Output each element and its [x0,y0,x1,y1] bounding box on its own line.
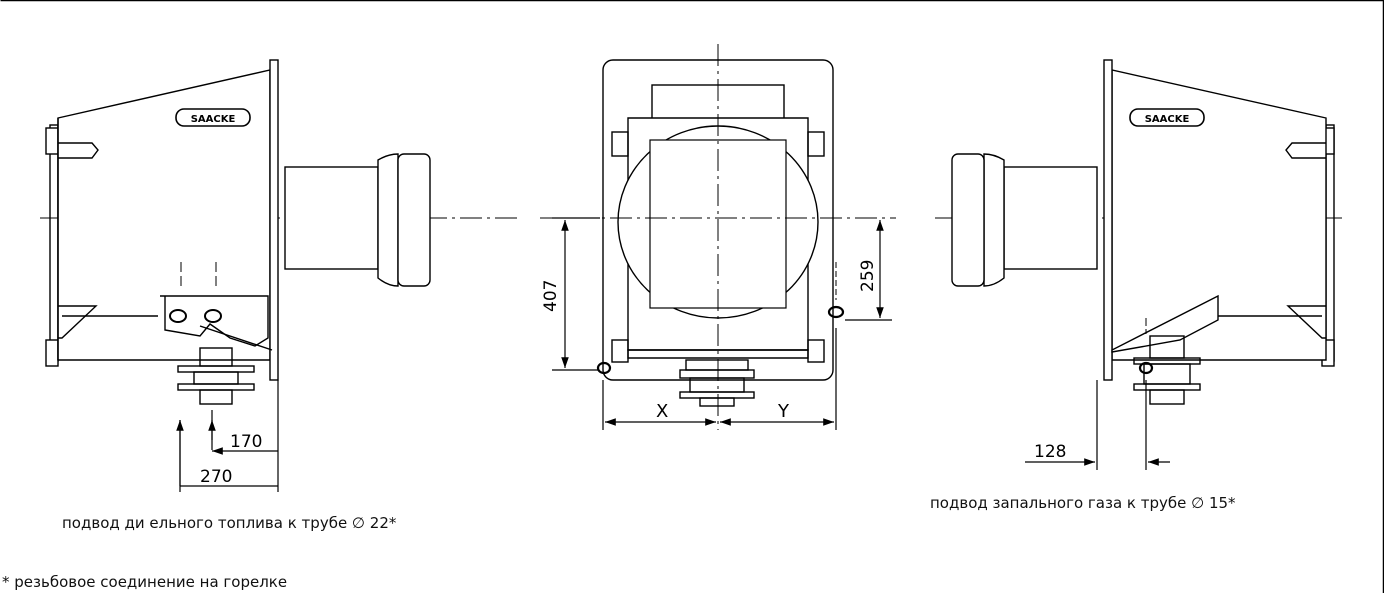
left-flange [269,59,279,381]
left-caption: подвод ди ельного топлива к трубе ∅ 22* [62,514,397,532]
left-rear-lug-bottom [45,339,59,367]
dim-170-label: 170 [230,432,262,452]
left-fuel-port-2 [204,309,222,323]
left-burner-view [40,59,520,405]
center-port-right [827,305,845,319]
left-burner-head [397,153,431,287]
dim-270-label: 270 [200,467,232,487]
right-logo-plate [1129,108,1205,127]
left-dimensions [176,380,279,492]
right-gas-port [1138,361,1154,375]
right-caption: подвод запального газа к трубе ∅ 15* [930,494,1236,512]
center-dimensions [552,217,892,430]
center-lug-tr [807,131,825,157]
center-front-view [540,44,896,430]
right-burner-head [951,153,985,287]
left-logo-plate [175,108,251,127]
left-blast-tube [284,166,379,270]
center-lug-tl [611,131,629,157]
dim-y-label: Y [777,401,790,422]
right-flange [1103,59,1113,381]
dim-259-label: 259 [858,260,878,292]
right-dimensions [1025,380,1170,470]
right-burner-view [935,59,1345,405]
dim-407-label: 407 [541,280,561,312]
right-logo-text: SAACKE [1145,114,1190,125]
left-rear-plate [49,124,59,362]
left-fuel-port-1 [169,309,187,323]
right-rear-plate [1325,124,1335,362]
footnote: * резьбовое соединение на горелке [2,573,288,591]
dim-128-label: 128 [1034,442,1066,462]
right-blast-tube [1003,166,1098,270]
dim-x-label: X [656,401,668,422]
center-port-left [596,361,612,375]
left-logo-text: SAACKE [191,114,236,125]
left-rear-lug-top [45,127,59,155]
